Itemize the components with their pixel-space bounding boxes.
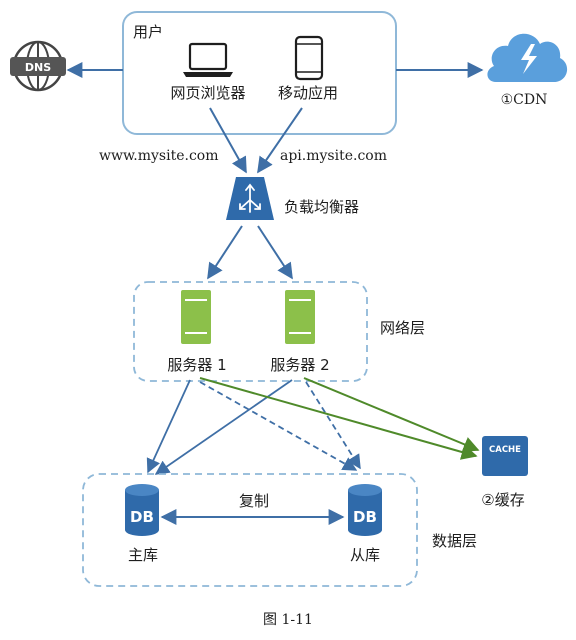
browser-label: 网页浏览器	[170, 84, 245, 102]
primary-db-text: DB	[130, 508, 154, 526]
replica-db-icon: DB	[348, 484, 382, 536]
arrow-server2-to-primary	[154, 379, 293, 475]
mobile-app-label: 移动应用	[278, 84, 338, 102]
arrow-browser-to-lb	[209, 107, 247, 174]
server2-icon	[285, 290, 315, 344]
cache-label: ②缓存	[481, 491, 524, 509]
arrow-lb-to-server2	[257, 225, 293, 280]
replica-db-label: 从库	[350, 546, 380, 564]
user-label: 用户	[133, 23, 163, 41]
replica-db-text: DB	[353, 508, 377, 526]
arrow-server1-to-cache	[199, 377, 478, 460]
laptop-icon	[183, 42, 233, 77]
dns-label: DNS	[25, 61, 51, 74]
server1-icon	[181, 290, 211, 344]
arrow-server2-to-replica	[305, 381, 361, 470]
cache-icon: CACHE	[482, 436, 528, 476]
arrow-server2-to-cache	[303, 377, 480, 452]
cdn-cloud-icon	[487, 33, 568, 82]
api-domain-label: api.mysite.com	[280, 148, 387, 164]
load-balancer-label: 负载均衡器	[284, 198, 359, 216]
primary-db-icon: DB	[125, 484, 159, 536]
server1-label: 服务器 1	[167, 356, 226, 374]
web-tier-label: 网络层	[380, 319, 425, 337]
load-balancer-icon	[226, 177, 274, 220]
data-tier-label: 数据层	[432, 532, 477, 550]
web-tier-box	[133, 281, 368, 382]
data-tier-box	[82, 473, 418, 587]
primary-db-label: 主库	[128, 546, 158, 564]
server2-label: 服务器 2	[270, 356, 329, 374]
replication-label: 复制	[239, 492, 269, 510]
arrow-lb-to-server1	[207, 225, 243, 280]
arrow-server1-to-primary	[146, 379, 191, 474]
cache-badge-label: CACHE	[489, 445, 521, 455]
web-domain-label: www.mysite.com	[99, 148, 219, 164]
mobile-phone-icon	[294, 35, 324, 81]
figure-caption: 图 1-11	[263, 612, 313, 628]
user-box	[122, 11, 397, 135]
arrow-mobile-to-lb	[257, 107, 303, 174]
dns-globe-icon: DNS	[10, 40, 66, 92]
cdn-label: ①CDN	[501, 92, 548, 108]
